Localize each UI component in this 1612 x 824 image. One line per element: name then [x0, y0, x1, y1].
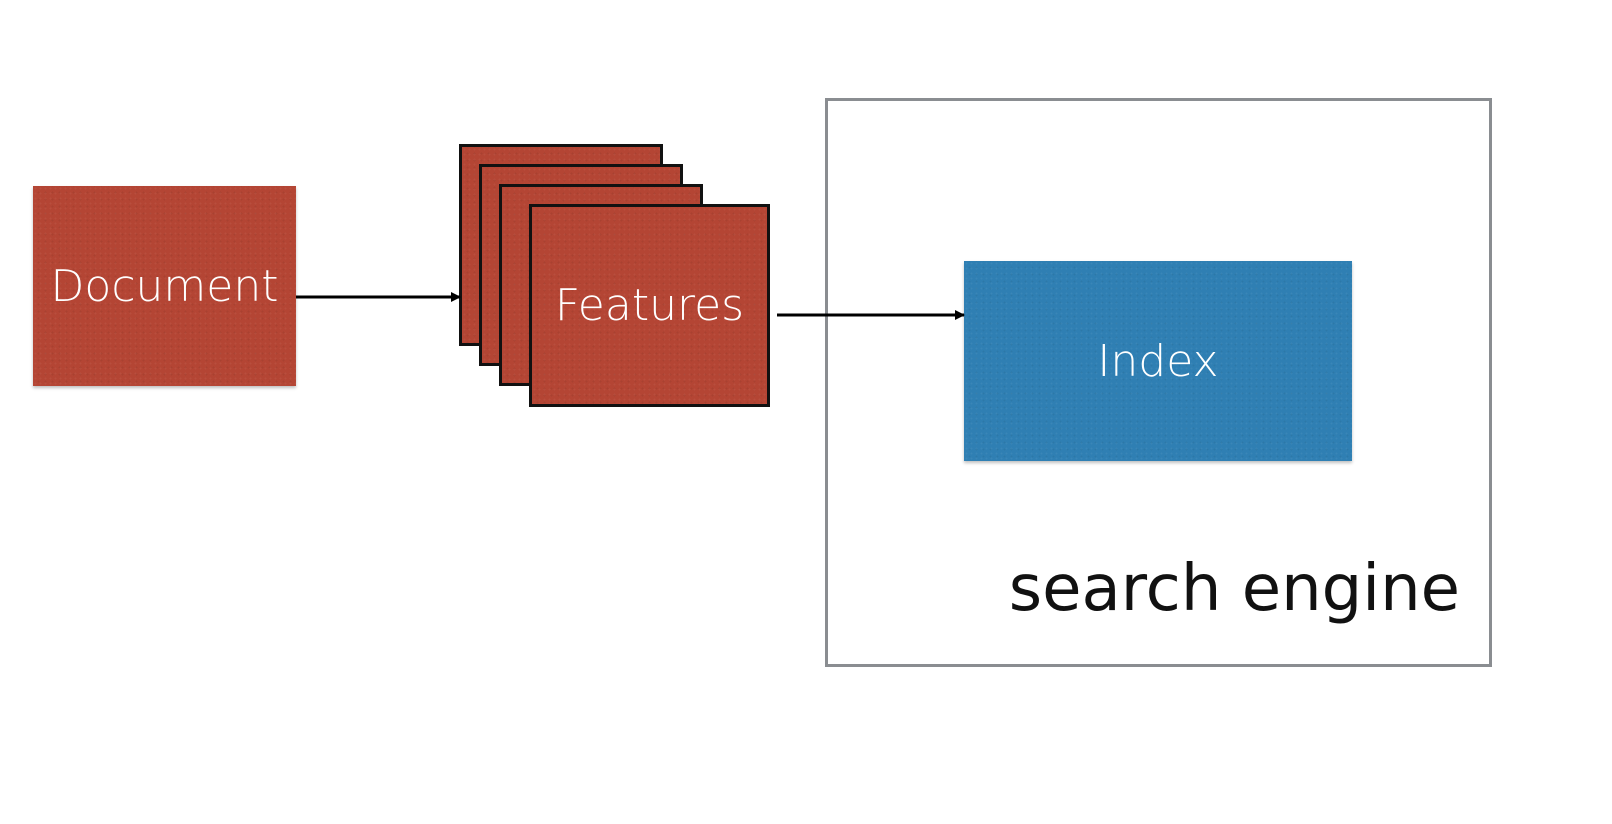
document-node: Document [33, 186, 296, 386]
index-label: Index [1097, 335, 1219, 387]
features-node: Features [529, 204, 770, 407]
search-engine-container [825, 98, 1492, 667]
document-label: Document [50, 260, 279, 312]
features-label: Features [554, 280, 745, 331]
index-node: Index [964, 261, 1352, 461]
search-engine-label: search engine [1008, 552, 1460, 626]
